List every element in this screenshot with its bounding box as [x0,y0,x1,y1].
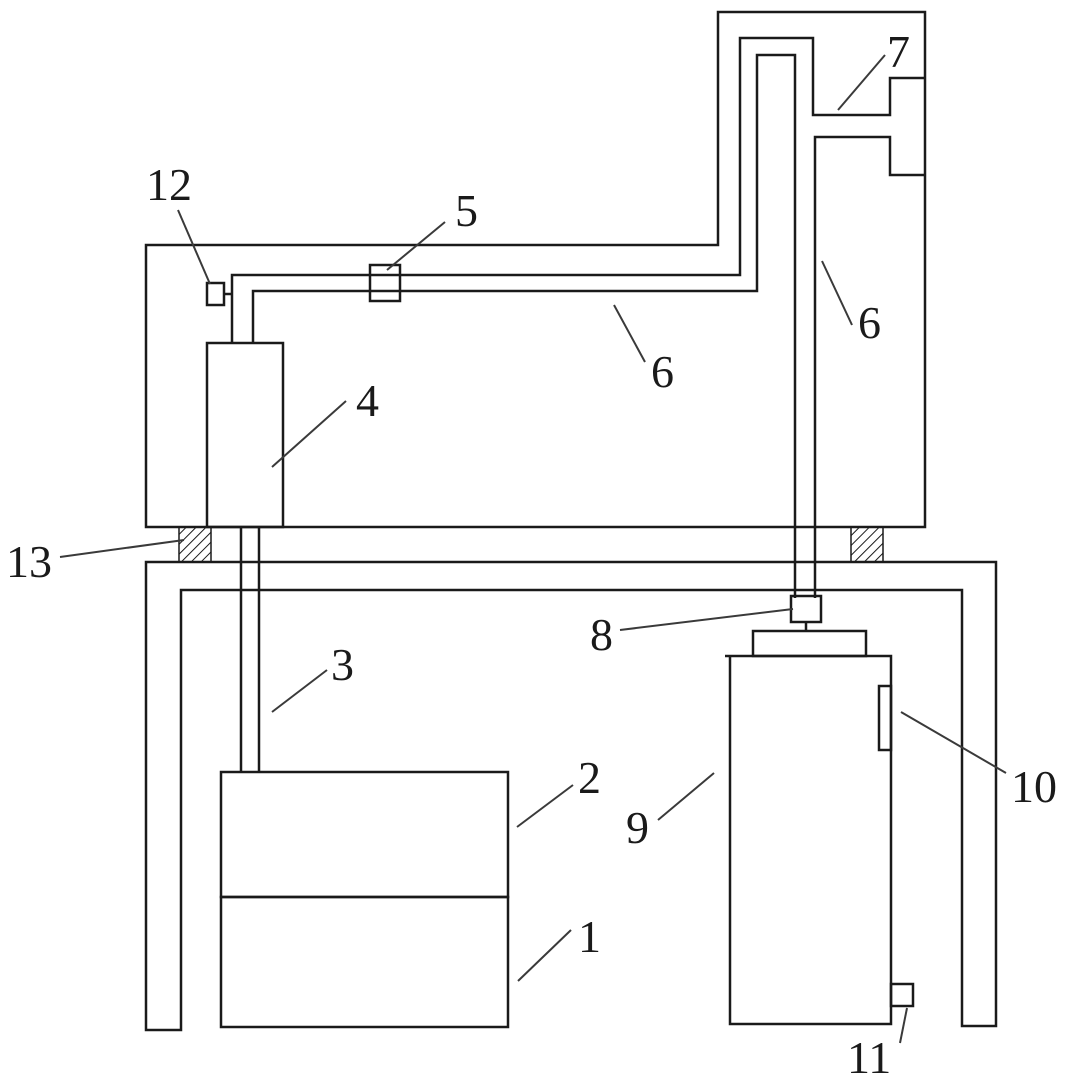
pipe-inner-wall [253,55,795,598]
label-1: 1 [578,911,601,962]
label-4: 4 [356,375,379,426]
leader-7 [838,55,885,110]
fitting-12 [207,283,224,305]
leader-3 [272,670,327,712]
panel-10 [879,686,891,750]
label-6a: 6 [651,346,674,397]
valve-5 [370,265,400,301]
label-5: 5 [455,185,478,236]
label-13: 13 [6,536,52,587]
box-2 [221,772,508,897]
leader-9 [658,773,714,820]
connector-8 [791,596,821,622]
box-1 [221,897,508,1027]
leader-8 [620,609,793,630]
leader-6b [822,261,852,325]
support-frame [146,562,996,1030]
pipe-outer-wall [232,38,925,343]
leader-1 [518,930,571,981]
label-9: 9 [626,802,649,853]
cabinet-9-body [725,656,891,1024]
label-12: 12 [146,159,192,210]
label-3: 3 [331,639,354,690]
cabinet-9-top [753,631,866,656]
tube-3 [241,527,259,772]
label-6b: 6 [858,297,881,348]
vessel-4 [207,343,283,527]
leader-10 [901,712,1006,773]
label-2: 2 [578,752,601,803]
leader-6a [614,305,645,362]
spacer-13-left [179,527,211,562]
spacer-13-right [851,527,883,562]
upper-housing [146,12,925,527]
label-7: 7 [887,26,910,77]
label-11: 11 [847,1032,891,1083]
leader-13 [60,540,184,557]
label-8: 8 [590,609,613,660]
leader-11 [900,1008,907,1043]
leader-2 [517,785,573,827]
label-10: 10 [1011,761,1057,812]
outlet-11 [891,984,913,1006]
leader-12 [178,210,210,284]
